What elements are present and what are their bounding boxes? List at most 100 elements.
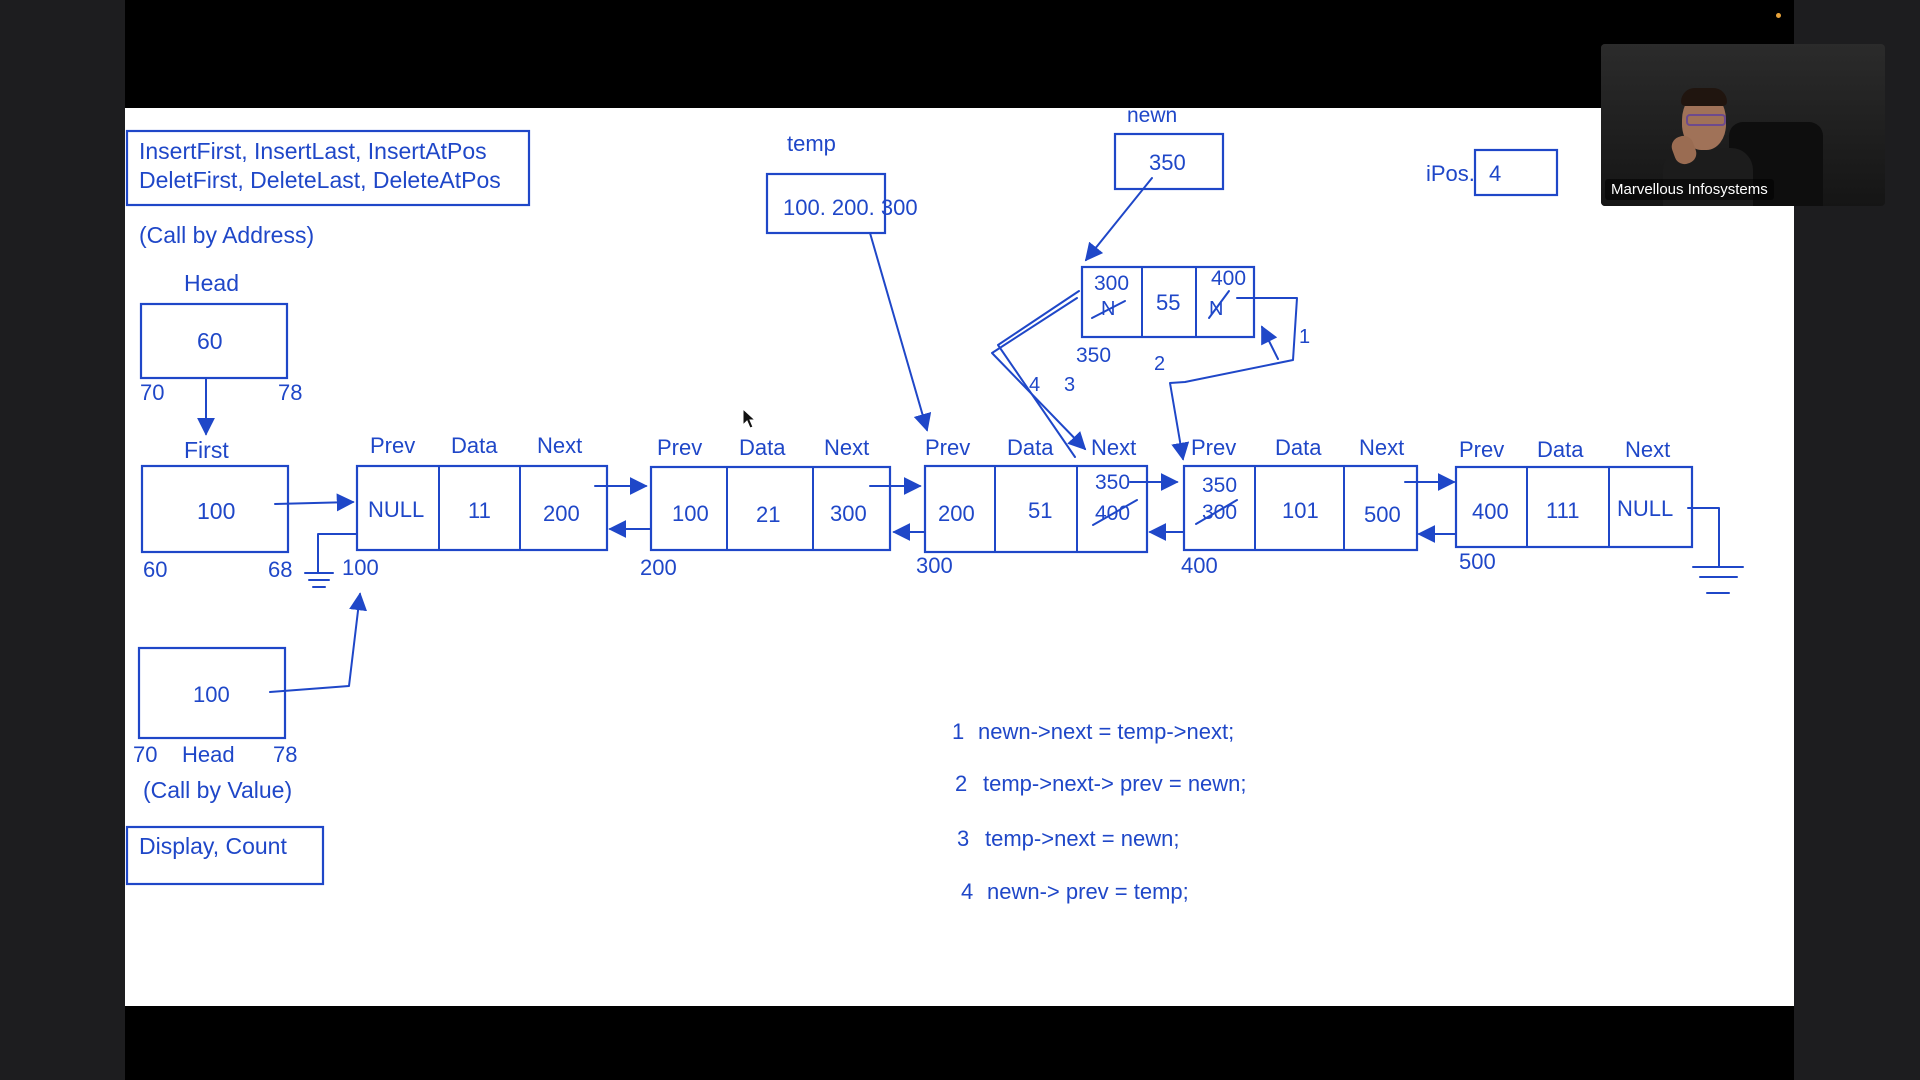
mouse-cursor-icon — [742, 407, 757, 429]
code-line-4-num: 4 — [961, 879, 973, 904]
node2-prev: 100 — [672, 501, 709, 526]
node5-next-label: Next — [1625, 437, 1670, 462]
whiteboard-canvas: InsertFirst, InsertLast, InsertAtPos Del… — [125, 108, 1794, 1006]
new-node-prev-value: 300 — [1094, 272, 1129, 295]
temp-value: 100. 200. 300 — [783, 195, 918, 220]
head-value: 60 — [197, 328, 223, 354]
new-node-box — [1080, 265, 1256, 339]
step-1-label: 1 — [1299, 326, 1310, 348]
first-addr-right: 68 — [268, 557, 292, 582]
node1-prev: NULL — [368, 497, 424, 522]
tail-null-line — [1687, 507, 1720, 567]
first-value: 100 — [197, 498, 235, 524]
node4-next-label: Next — [1359, 435, 1404, 460]
node4-next: 500 — [1364, 502, 1401, 527]
code-line-4: newn-> prev = temp; — [987, 879, 1189, 904]
node3-data: 51 — [1028, 498, 1052, 523]
node3-box — [923, 464, 1149, 554]
step-4-label: 4 — [1029, 374, 1040, 396]
first-pointer-box — [140, 464, 290, 554]
head-copy-box — [137, 646, 287, 740]
code-line-3-num: 3 — [957, 826, 969, 851]
node4-data: 101 — [1282, 498, 1319, 523]
node1-next-label: Next — [537, 433, 582, 458]
temp-box — [765, 172, 887, 235]
new-node-addr: 350 — [1076, 344, 1111, 367]
node4-prev-strike — [1195, 499, 1238, 525]
operations-box — [125, 129, 531, 207]
linked-list-diagram: InsertFirst, InsertLast, InsertAtPos Del… — [125, 108, 1744, 904]
newn-arrow — [1084, 177, 1153, 262]
head-copy-value: 100 — [193, 682, 230, 707]
head-copy-arrow — [269, 592, 368, 693]
ipos-box — [1473, 148, 1559, 197]
node4-data-label: Data — [1275, 435, 1322, 460]
node5-prev-label: Prev — [1459, 437, 1504, 462]
node4-box — [1182, 464, 1419, 552]
participant-video-tile[interactable]: Marvellous Infosystems — [1601, 44, 1885, 206]
call-by-value-label: (Call by Value) — [143, 777, 292, 803]
display-count-label: Display, Count — [139, 833, 287, 859]
step-3-label: 3 — [1064, 374, 1075, 396]
step-4-arrow — [997, 290, 1080, 458]
step-1-arrow — [1261, 325, 1279, 360]
node4-prev-old: 300 — [1202, 501, 1237, 524]
node2-prev-label: Prev — [657, 435, 702, 460]
node5-prev: 400 — [1472, 499, 1509, 524]
new-node-prev-strike — [1091, 300, 1126, 319]
head-copy-label: Head — [182, 742, 235, 767]
code-line-1: newn->next = temp->next; — [978, 719, 1234, 744]
node1-addr: 100 — [342, 555, 379, 580]
node5-addr: 500 — [1459, 549, 1496, 574]
call-by-address-label: (Call by Address) — [139, 222, 314, 248]
code-line-3: temp->next = newn; — [985, 826, 1179, 851]
node1-next: 200 — [543, 501, 580, 526]
node3-data-label: Data — [1007, 435, 1054, 460]
recording-indicator — [1776, 13, 1781, 18]
node3-addr: 300 — [916, 553, 953, 578]
node5-data: 111 — [1546, 498, 1579, 523]
temp-label: temp — [787, 131, 836, 156]
new-node-next-strike — [1208, 290, 1230, 319]
new-node-next-value: 400 — [1211, 267, 1246, 290]
node2-data-label: Data — [739, 435, 786, 460]
node5-data-label: Data — [1537, 437, 1584, 462]
node1-box — [355, 464, 609, 552]
null-prev-line — [317, 533, 358, 573]
code-line-1-num: 1 — [952, 719, 964, 744]
first-addr-left: 60 — [143, 557, 167, 582]
head-pointer-box — [139, 302, 289, 380]
node5-next: NULL — [1617, 496, 1673, 521]
operations-line-1: InsertFirst, InsertLast, InsertAtPos — [139, 138, 487, 164]
node2-box — [649, 465, 892, 552]
head-addr-right: 78 — [278, 380, 302, 405]
ipos-value: 4 — [1489, 161, 1501, 186]
node3-next-strike — [1092, 499, 1138, 526]
step-2-label: 2 — [1154, 353, 1165, 375]
display-count-box — [125, 825, 325, 886]
operations-line-2: DeletFirst, DeleteLast, DeleteAtPos — [139, 167, 501, 193]
node4-addr: 400 — [1181, 553, 1218, 578]
head-label: Head — [184, 270, 239, 296]
node2-next: 300 — [830, 501, 867, 526]
node2-next-label: Next — [824, 435, 869, 460]
new-node-data: 55 — [1156, 290, 1180, 315]
step-2-arrow — [1169, 297, 1298, 461]
code-line-2: temp->next-> prev = newn; — [983, 771, 1247, 796]
newn-box — [1113, 132, 1225, 191]
temp-arrow — [869, 232, 932, 432]
node2-data: 21 — [756, 502, 780, 527]
node3-next-new: 350 — [1095, 471, 1130, 494]
node4-prev-new: 350 — [1202, 474, 1237, 497]
node3-prev-label: Prev — [925, 435, 970, 460]
first-label: First — [184, 437, 229, 463]
code-line-2-num: 2 — [955, 771, 967, 796]
newn-value: 350 — [1149, 150, 1186, 175]
node3-next-label: Next — [1091, 435, 1136, 460]
participant-glasses — [1686, 114, 1726, 126]
head-addr-left: 70 — [140, 380, 164, 405]
first-to-node1-arrow — [274, 493, 355, 512]
ipos-label: iPos. — [1426, 161, 1475, 186]
node3-prev: 200 — [938, 501, 975, 526]
node1-prev-label: Prev — [370, 433, 415, 458]
